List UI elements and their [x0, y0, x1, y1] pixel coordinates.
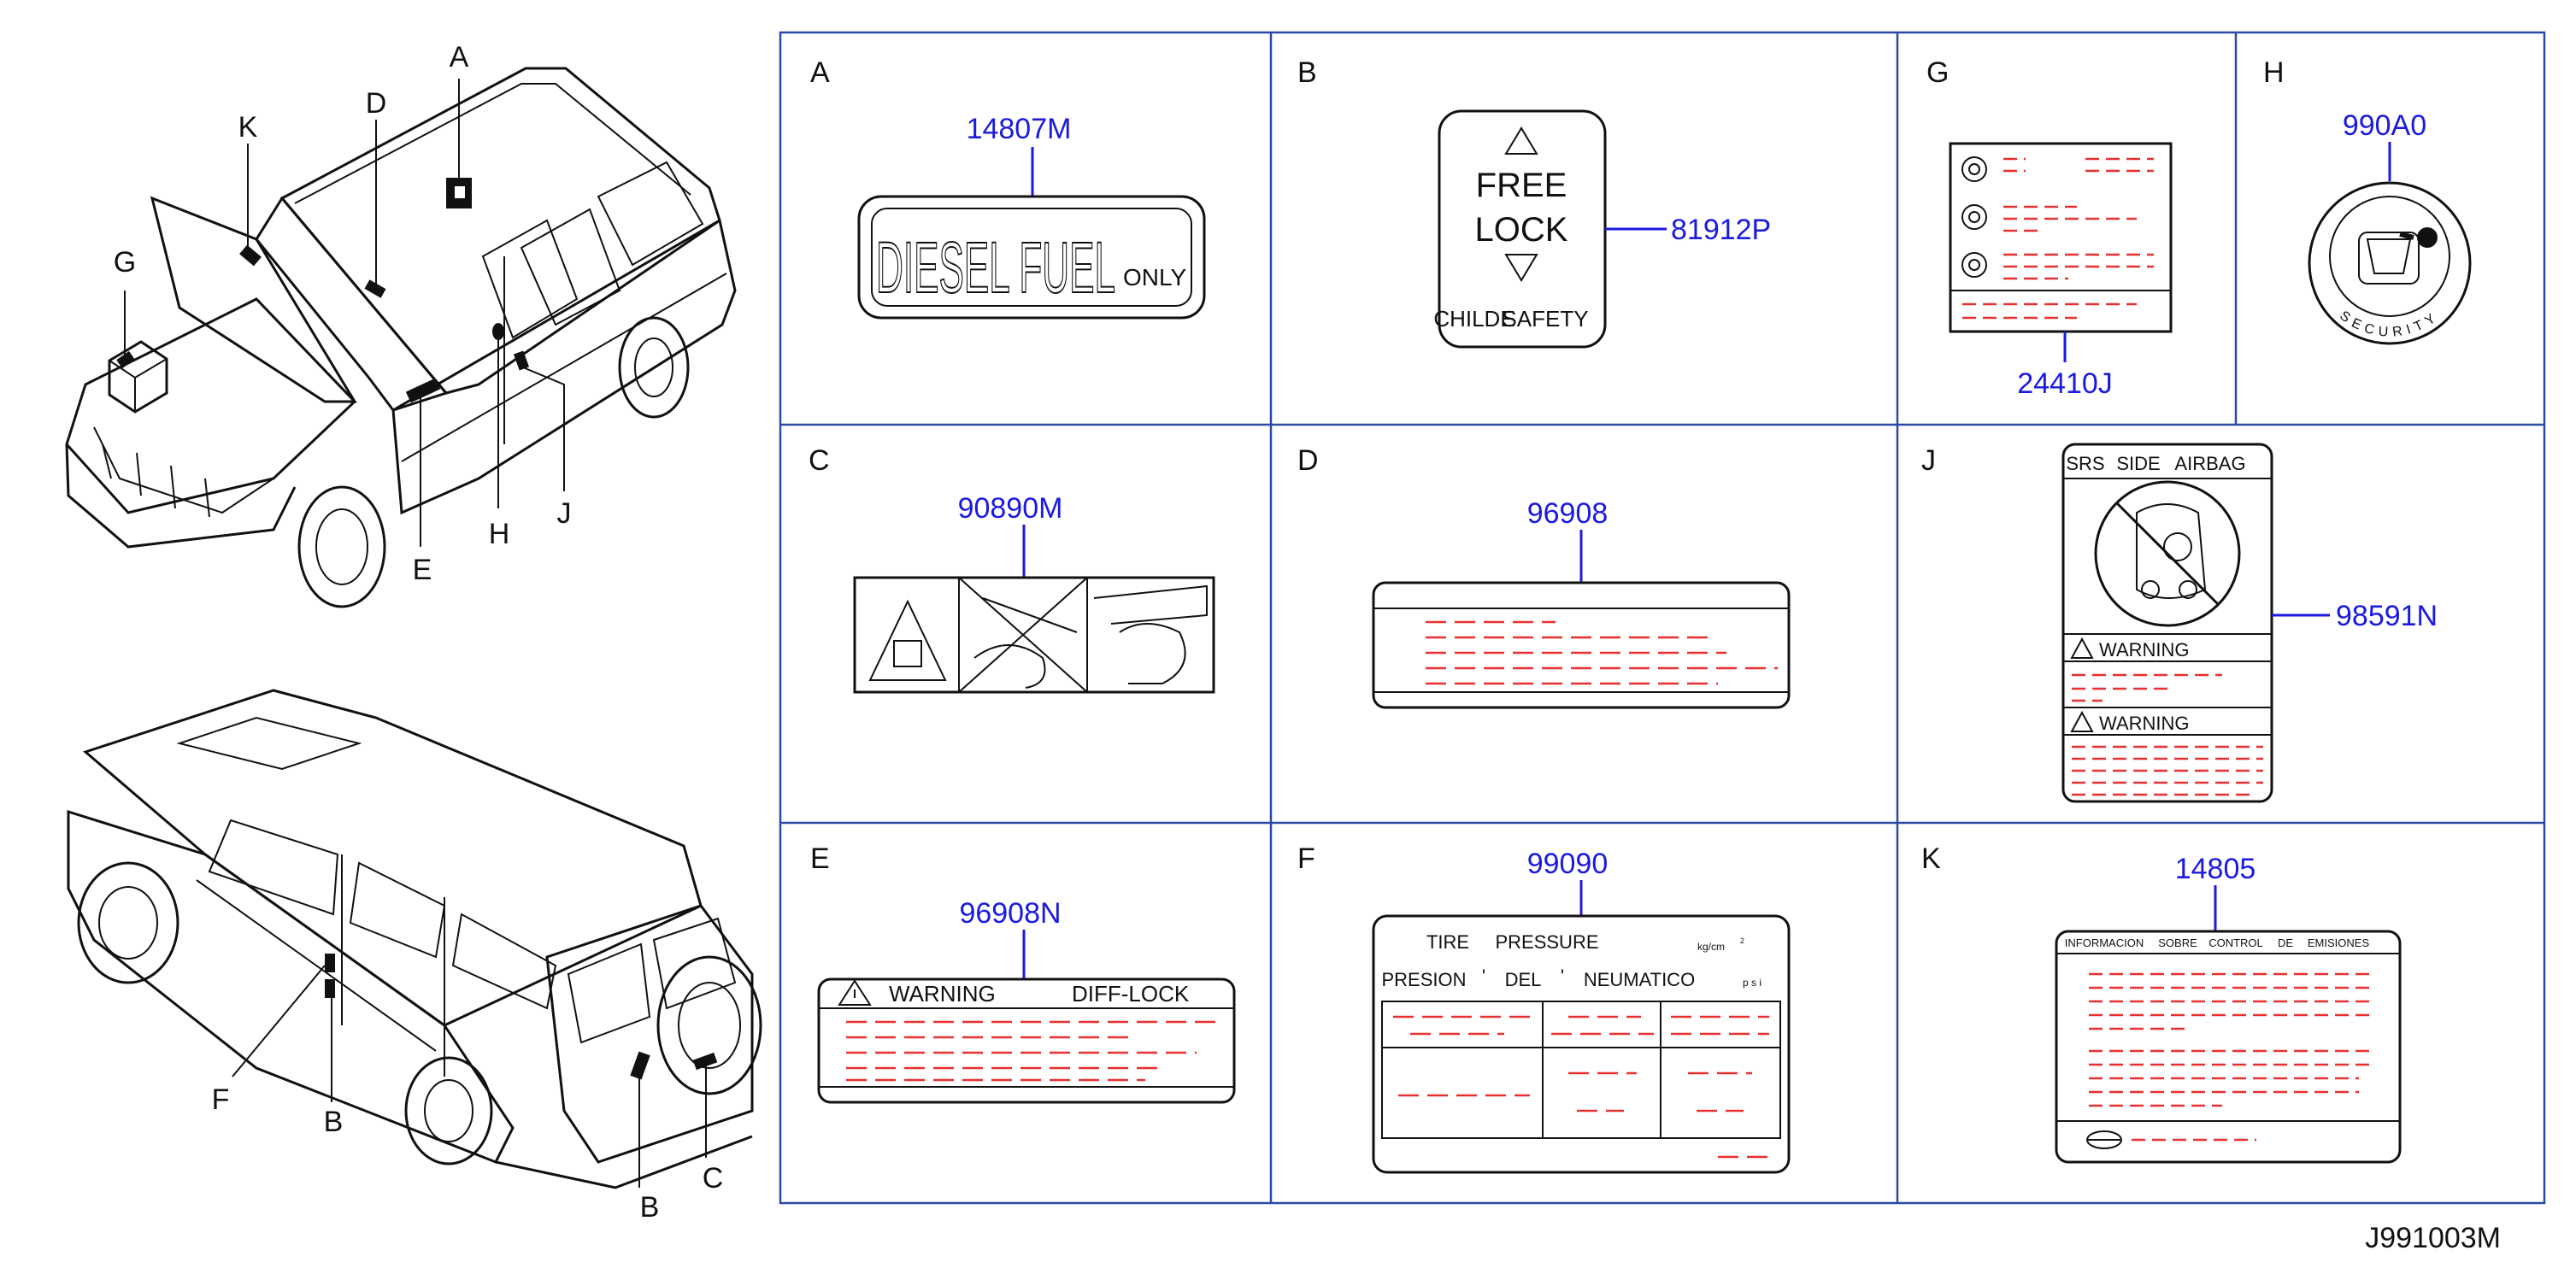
- panel-a-letter: A: [810, 56, 830, 89]
- panel-grid: [779, 31, 2546, 1205]
- kg-cm-unit: kg/cm: [1697, 941, 1725, 953]
- psi-unit: p s i: [1743, 977, 1761, 989]
- warning-triangle-icon: [838, 979, 872, 1006]
- kg-cm-exponent: 2: [1740, 936, 1744, 945]
- side-label: SIDE: [2116, 453, 2160, 474]
- triangle-up-icon: [1504, 126, 1538, 155]
- warning-triangle-icon: [2070, 710, 2094, 732]
- childe-label: CHILDE: [1433, 306, 1514, 332]
- diesel-fuel-label: DIESEL FUEL: [876, 227, 1115, 308]
- free-label: FREE: [1476, 167, 1567, 204]
- warning-label-1: WARNING: [2099, 639, 2190, 660]
- part-number-96908: 96908: [1527, 497, 1609, 530]
- tire-rotation-icon: [1961, 252, 1987, 278]
- security-seal-icon: [2308, 181, 2472, 345]
- callout-b-side: B: [324, 1106, 344, 1138]
- tire-label: TIRE: [1426, 931, 1469, 953]
- lock-label: LOCK: [1475, 211, 1568, 249]
- sobre-label: SOBRE: [2158, 936, 2197, 949]
- part-number-96908N: 96908N: [959, 897, 1061, 930]
- callout-c: C: [703, 1162, 724, 1195]
- panel-e-letter: E: [810, 842, 830, 875]
- tire-rotation-icon: [1961, 204, 1987, 230]
- vehicle-callouts: A K D G E H J F B B C: [114, 41, 724, 1224]
- panel-d: D 96908: [1297, 444, 1791, 709]
- panel-f-letter: F: [1297, 842, 1315, 875]
- callout-k: K: [238, 111, 258, 144]
- part-number-81912P: 81912P: [1671, 214, 1771, 246]
- callout-j: J: [557, 497, 572, 530]
- safety-label: SAFETY: [1502, 306, 1588, 332]
- callout-b-rear: B: [640, 1191, 660, 1224]
- panel-f: F 99090 TIRE PRESSURE kg/cm 2 PRESION ' …: [1297, 842, 1791, 1174]
- callout-h: H: [489, 518, 510, 550]
- panel-h: H 990A0 SECURITY: [2263, 56, 2472, 345]
- panel-k-letter: K: [1921, 842, 1941, 875]
- callout-g: G: [114, 246, 136, 279]
- panel-h-letter: H: [2263, 56, 2285, 89]
- tire-rotation-icon: [1961, 156, 1987, 182]
- part-number-14805: 14805: [2175, 853, 2256, 885]
- emisiones-label: EMISIONES: [2308, 936, 2370, 949]
- warning-label: WARNING: [889, 981, 996, 1007]
- callout-a: A: [450, 41, 469, 73]
- panel-g: G 24410J: [1926, 56, 2173, 400]
- informacion-label: INFORMACION: [2065, 936, 2144, 949]
- hand-pull-icon: [1093, 584, 1208, 684]
- callout-d: D: [366, 87, 387, 120]
- part-number-98591N: 98591N: [2336, 600, 2438, 632]
- part-number-14807M: 14807M: [967, 113, 1072, 145]
- pressure-label: PRESSURE: [1495, 931, 1598, 953]
- only-label: ONLY: [1123, 264, 1186, 291]
- panel-k: K 14805 INFORMACION SOBRE CONTROL DE EMI…: [1921, 842, 2402, 1164]
- panel-b: B FREE LOCK CHILDE SAFETY 81912P: [1297, 56, 1771, 349]
- diagram-id: J991003M: [2365, 1222, 2501, 1254]
- control-label: CONTROL: [2208, 936, 2263, 949]
- neumatico-label: NEUMATICO: [1584, 969, 1695, 990]
- callout-e: E: [413, 554, 432, 586]
- srs-label: SRS: [2066, 453, 2104, 474]
- panel-a: A 14807M DIESEL FUEL ONLY: [810, 56, 1206, 320]
- del-label: DEL: [1505, 969, 1542, 990]
- part-number-99090: 99090: [1527, 848, 1609, 880]
- warning-triangle-icon: [2070, 637, 2094, 659]
- de-label: DE: [2278, 936, 2293, 949]
- no-child-seat-icon: [2094, 480, 2241, 627]
- triangle-down-icon: [1504, 254, 1538, 282]
- panel-c-letter: C: [809, 444, 830, 477]
- presion-label: PRESION: [1381, 969, 1466, 990]
- panel-e: E 96908N WARNING DIFF-LOCK: [810, 842, 1236, 1104]
- prohibited-hand-icon: [958, 577, 1088, 693]
- nissan-logo-icon: [2086, 1130, 2122, 1149]
- panel-c: C 90890M: [809, 444, 1215, 694]
- airbag-label: AIRBAG: [2174, 453, 2245, 474]
- apostrophe-2: ': [1561, 966, 1564, 987]
- part-number-24410J: 24410J: [2017, 367, 2113, 400]
- part-number-90890M: 90890M: [958, 492, 1063, 525]
- vehicle-front-view: [65, 67, 737, 608]
- panel-d-letter: D: [1297, 444, 1319, 477]
- warning-label-2: WARNING: [2099, 713, 2190, 734]
- panel-j: J SRS SIDE AIRBAG WARNING WARNING: [1921, 443, 2438, 803]
- manual-warning-icon: [868, 599, 947, 681]
- diff-lock-label: DIFF-LOCK: [1072, 981, 1190, 1007]
- callout-f: F: [212, 1083, 230, 1116]
- part-number-990A0: 990A0: [2343, 109, 2426, 142]
- vehicle-rear-view: [67, 689, 762, 1189]
- panel-j-letter: J: [1921, 444, 1936, 477]
- apostrophe-1: ': [1482, 966, 1485, 987]
- panel-g-letter: G: [1926, 56, 1949, 89]
- panel-b-letter: B: [1297, 56, 1317, 89]
